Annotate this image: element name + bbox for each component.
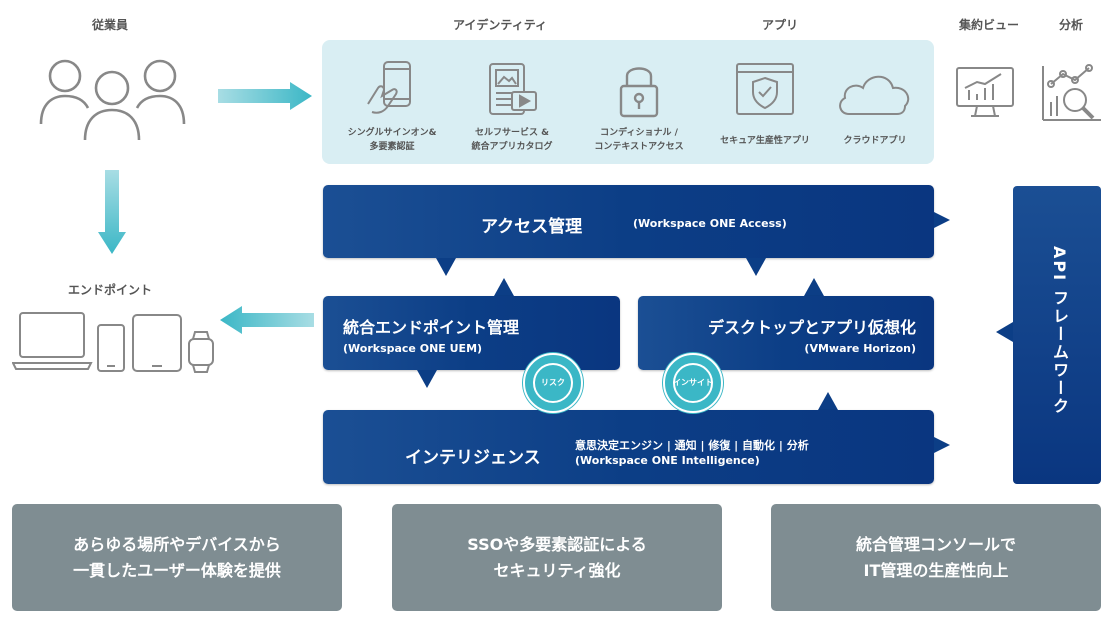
identity-heading: アイデンティティ (453, 18, 547, 32)
cloud-apps-label: クラウドアプリ (843, 136, 907, 146)
benefit-1-line2: 一貫したユーザー体験を提供 (73, 560, 281, 580)
api-framework-label: API フレームワーク (1050, 246, 1069, 416)
apps-heading: アプリ (761, 18, 798, 32)
secure-app-icon (736, 63, 794, 115)
benefit-it-productivity: 統合管理コンソールで IT管理の生産性向上 (771, 504, 1101, 611)
insight-cycle-badge: インサイト (663, 353, 723, 413)
intelligence-to-horizon-up-arrow (818, 392, 838, 410)
insight-label: インサイト (673, 378, 713, 387)
cloud-apps-service: クラウドアプリ (820, 56, 930, 148)
access-title: アクセス管理 (481, 217, 583, 237)
intelligence-description: 意思決定エンジン | 通知 | 修復 | 自動化 | 分析 (575, 439, 809, 452)
access-management-box: アクセス管理 (Workspace ONE Access) (323, 185, 934, 258)
phone-icon (97, 324, 125, 372)
sso-label-line2: 多要素認証 (369, 142, 415, 152)
access-to-uem-down-arrow (436, 258, 456, 276)
api-left-pointer (996, 322, 1013, 342)
api-framework-bar: API フレームワーク (1013, 186, 1101, 484)
uem-to-intelligence-down-arrow (417, 370, 437, 388)
sso-mfa-service: シングルサインオン&多要素認証 (337, 56, 447, 154)
identity-apps-panel: シングルサインオン&多要素認証 セルフサービス & 統合アプリカタログ (322, 40, 934, 164)
catalog-label-line2: 統合アプリカタログ (471, 142, 553, 152)
uem-title: 統合エンドポイント管理 (343, 318, 520, 337)
arrow-right-to-identity (218, 82, 312, 110)
people-icon (38, 58, 188, 142)
endpoints-heading: エンドポイント (67, 283, 152, 297)
secure-apps-service: セキュア生産性アプリ (710, 56, 820, 148)
arrow-down-to-endpoints (98, 170, 126, 254)
cloud-icon (839, 75, 910, 115)
conditional-label-line2: コンテキストアクセス (594, 142, 684, 152)
watch-icon (188, 338, 214, 366)
benefit-user-experience: あらゆる場所やデバイスから一貫したユーザー体験を提供 (12, 504, 342, 611)
laptop-icon (19, 312, 85, 358)
dashboard-monitor-icon (956, 67, 1014, 117)
uem-to-access-up-arrow (494, 278, 514, 296)
cycle-arrows-icon (673, 363, 713, 403)
conditional-access-service: コンディショナル / コンテキストアクセス (584, 56, 694, 154)
aggregated-view-heading: 集約ビュー (958, 18, 1019, 32)
intelligence-box: インテリジェンス 意思決定エンジン | 通知 | 修復 | 自動化 | 分析 (… (323, 410, 934, 484)
tablet-icon (132, 314, 182, 372)
intelligence-title: インテリジェンス (405, 448, 541, 468)
intelligence-subtitle: (Workspace ONE Intelligence) (575, 454, 760, 467)
access-to-horizon-down-arrow (746, 258, 766, 276)
access-subtitle: (Workspace ONE Access) (633, 217, 787, 230)
benefit-3-line1: 統合管理コンソールで (855, 534, 1016, 554)
intelligence-right-pointer (934, 437, 950, 453)
uem-subtitle: (Workspace ONE UEM) (343, 342, 483, 355)
analytics-heading: 分析 (1058, 18, 1083, 32)
catalog-label-line1: セルフサービス & (475, 128, 549, 138)
risk-cycle-badge: リスク (523, 353, 583, 413)
padlock-icon (619, 67, 659, 118)
analytics-magnifier-icon (1042, 64, 1101, 121)
secure-apps-label: セキュア生産性アプリ (720, 136, 810, 146)
app-catalog-icon (489, 63, 537, 115)
access-right-pointer (934, 212, 950, 228)
sso-label-line1: シングルサインオン& (347, 128, 437, 138)
arrow-left-to-endpoints (220, 306, 314, 334)
benefit-1-line1: あらゆる場所やデバイスから (73, 534, 281, 554)
conditional-label-line1: コンディショナル / (600, 128, 678, 138)
devices-icons (11, 311, 217, 379)
benefit-3-line2: IT管理の生産性向上 (863, 560, 1009, 580)
benefit-security: SSOや多要素認証によるセキュリティ強化 (392, 504, 722, 611)
horizon-title: デスクトップとアプリ仮想化 (707, 318, 916, 337)
app-catalog-service: セルフサービス & 統合アプリカタログ (457, 56, 567, 154)
horizon-subtitle: (VMware Horizon) (804, 342, 916, 355)
benefit-2-line2: セキュリティ強化 (493, 560, 621, 580)
cycle-arrows-icon (533, 363, 573, 403)
benefit-2-line1: SSOや多要素認証による (467, 534, 647, 554)
phone-touch-icon (367, 61, 411, 114)
horizon-to-access-up-arrow (804, 278, 824, 296)
uem-box: 統合エンドポイント管理 (Workspace ONE UEM) (323, 296, 620, 370)
employees-heading: 従業員 (91, 18, 128, 32)
risk-label: リスク (541, 378, 565, 387)
